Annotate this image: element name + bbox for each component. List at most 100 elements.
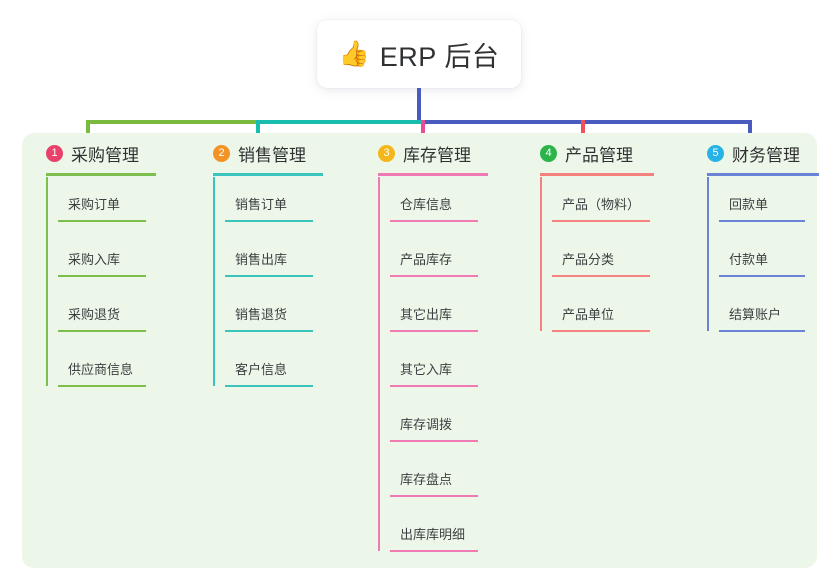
module-item[interactable]: 采购退货 [36,298,166,353]
module-item[interactable]: 其它出库 [368,298,498,353]
module-item-rule [552,275,650,277]
module-item-rule [390,495,478,497]
module-header-rule [707,173,819,176]
module-header-rule [540,173,654,176]
module-number-badge: 5 [707,144,724,162]
module-title: 销售管理 [238,145,306,165]
module-item[interactable]: 结算账户 [697,298,829,353]
module-item-rule [58,385,146,387]
module-item[interactable]: 出库库明细 [368,518,498,573]
module-header-purchase[interactable]: 1 采购管理 [36,133,166,173]
module-item-label: 采购退货 [68,307,121,322]
page-title: ERP 后台 [379,41,500,72]
module-header-sales[interactable]: 2 销售管理 [203,133,333,173]
module-item-rule [58,275,146,277]
module-item-rule [552,330,650,332]
module-header-finance[interactable]: 5 财务管理 [697,133,829,173]
module-item[interactable]: 回款单 [697,188,829,243]
module-column-sales: 2 销售管理销售订单销售出库销售退货客户信息 [203,133,333,387]
module-item-rule [390,440,478,442]
module-item-rule [225,220,313,222]
modules-panel: 1 采购管理采购订单采购入库采购退货供应商信息 2 销售管理销售订单销售出库销售退货客… [22,133,819,568]
module-item-label: 采购订单 [68,197,121,212]
module-item-rule [58,330,146,332]
module-branch-stem [213,177,215,386]
module-item-label: 回款单 [729,197,769,212]
module-header-inventory[interactable]: 3 库存管理 [368,133,498,173]
module-item-label: 销售出库 [235,252,288,267]
module-item-rule [58,220,146,222]
module-item-label: 其它入库 [400,362,453,377]
module-item[interactable]: 其它入库 [368,353,498,408]
module-item-rule [390,220,478,222]
module-item[interactable]: 产品分类 [530,243,664,298]
module-item[interactable]: 库存盘点 [368,463,498,518]
module-item-label: 产品单位 [562,307,615,322]
module-item[interactable]: 销售出库 [203,243,333,298]
module-item-label: 采购入库 [68,252,121,267]
module-title: 产品管理 [565,145,633,165]
module-branch-stem [707,177,709,331]
module-column-product: 4 产品管理产品（物料） 产品分类产品单位 [530,133,664,332]
module-column-finance: 5 财务管理回款单付款单结算账户 [697,133,829,332]
module-item[interactable]: 销售订单 [203,188,333,243]
thumbs-up-icon: 👍 [338,39,370,68]
module-item[interactable]: 仓库信息 [368,188,498,243]
module-item-label: 仓库信息 [400,197,453,212]
module-item-rule [225,330,313,332]
module-title: 财务管理 [732,145,800,165]
module-number-badge: 4 [540,144,557,162]
module-item-label: 库存调拨 [400,417,453,432]
module-item-label: 付款单 [729,252,769,267]
module-item[interactable]: 客户信息 [203,353,333,408]
module-item[interactable]: 产品库存 [368,243,498,298]
module-branch-stem [540,177,542,331]
module-header-rule [213,173,323,176]
module-column-purchase: 1 采购管理采购订单采购入库采购退货供应商信息 [36,133,166,387]
module-item-rule [390,550,478,552]
module-item-label: 结算账户 [729,307,782,322]
module-item-rule [390,385,478,387]
module-item[interactable]: 产品单位 [530,298,664,353]
module-number-badge: 2 [213,144,230,162]
module-item-label: 产品（物料） [562,197,641,212]
module-title: 采购管理 [71,145,139,165]
module-item[interactable]: 采购订单 [36,188,166,243]
module-item-rule [552,220,650,222]
module-item-label: 销售退货 [235,307,288,322]
module-item-rule [719,220,805,222]
module-item-rule [225,385,313,387]
module-item[interactable]: 采购入库 [36,243,166,298]
module-item-label: 供应商信息 [68,362,134,377]
module-item[interactable]: 供应商信息 [36,353,166,408]
root-stem [417,88,421,122]
module-header-rule [46,173,156,176]
module-title: 库存管理 [403,145,471,165]
module-item-rule [719,330,805,332]
module-branch-stem [378,177,380,551]
module-item-rule [390,330,478,332]
module-item-label: 销售订单 [235,197,288,212]
module-item-label: 库存盘点 [400,472,453,487]
module-item[interactable]: 库存调拨 [368,408,498,463]
module-number-badge: 3 [378,144,395,162]
module-branch-stem [46,177,48,386]
module-number-badge: 1 [46,144,63,162]
module-item-rule [225,275,313,277]
module-item[interactable]: 产品（物料） [530,188,664,243]
module-header-rule [378,173,488,176]
module-item-rule [719,275,805,277]
module-item-label: 产品库存 [400,252,453,267]
module-item[interactable]: 付款单 [697,243,829,298]
segment-green [86,120,256,124]
module-header-product[interactable]: 4 产品管理 [530,133,664,173]
module-item-label: 其它出库 [400,307,453,322]
root-node-card[interactable]: 👍 ERP 后台 [317,20,521,88]
module-item-label: 客户信息 [235,362,288,377]
module-column-inventory: 3 库存管理仓库信息产品库存其它出库其它入库库存调拨库存盘点出库库明细 [368,133,498,552]
module-item-label: 出库库明细 [400,527,466,542]
module-item-rule [390,275,478,277]
segment-teal [256,120,421,124]
module-item-label: 产品分类 [562,252,615,267]
module-item[interactable]: 销售退货 [203,298,333,353]
